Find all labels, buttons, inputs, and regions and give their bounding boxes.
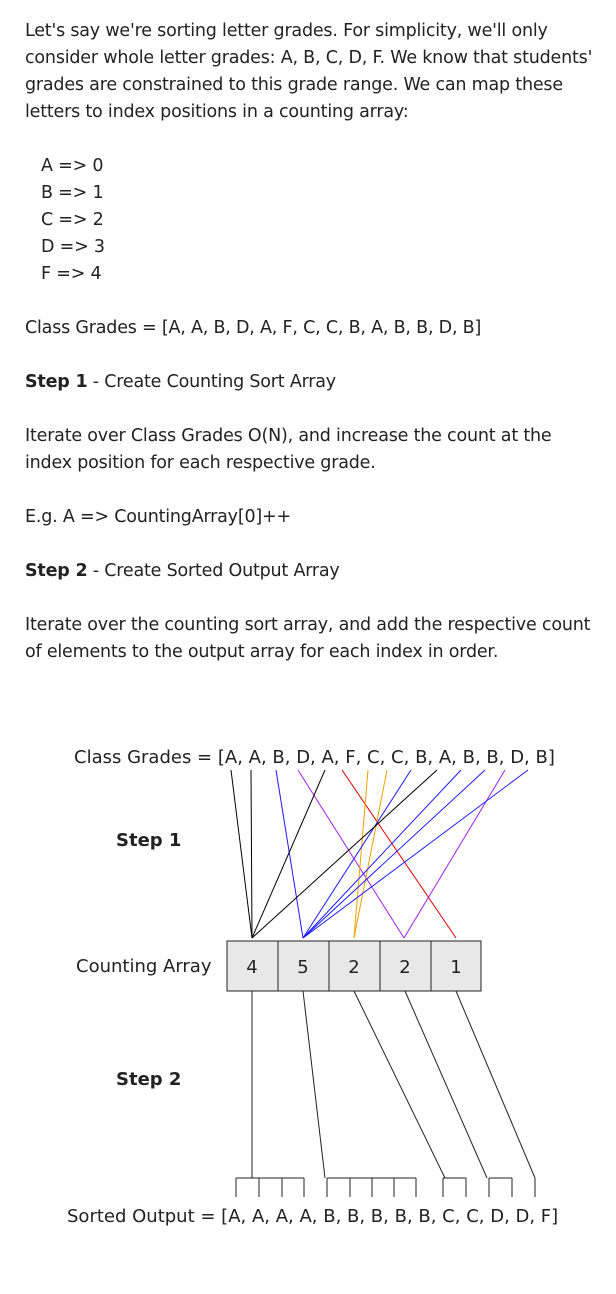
count-value-a: 4 bbox=[246, 957, 257, 978]
grade-line-b bbox=[275, 769, 304, 939]
step1-label: Step 1 bbox=[25, 372, 88, 392]
step1-heading: Step 1 - Create Counting Sort Array bbox=[25, 369, 600, 396]
step2-title: - Create Sorted Output Array bbox=[87, 561, 340, 581]
step2-description: Iterate over the counting sort array, an… bbox=[25, 615, 591, 662]
grade-line-a bbox=[250, 769, 253, 939]
count-cell-f bbox=[430, 940, 482, 992]
grade-mapping-lines bbox=[230, 769, 529, 939]
mapping-a: A => 0 bbox=[41, 156, 104, 176]
grade-line-a bbox=[251, 769, 326, 939]
diagram-sorted-output: Sorted Output = [A, A, A, A, B, B, B, B,… bbox=[67, 1206, 558, 1227]
count-cell-b bbox=[277, 940, 330, 992]
counting-array-label: Counting Array bbox=[76, 956, 212, 977]
count-value-b: 5 bbox=[297, 957, 308, 978]
grade-line-f bbox=[341, 769, 457, 939]
step1-title: - Create Counting Sort Array bbox=[87, 372, 336, 392]
output-mapping-lines bbox=[251, 990, 536, 1179]
count-cell-d bbox=[379, 940, 432, 992]
grade-line-b bbox=[302, 769, 462, 939]
grade-line-a bbox=[230, 769, 253, 939]
output-line-f bbox=[455, 990, 536, 1179]
count-cell-a bbox=[226, 940, 279, 992]
grade-line-b bbox=[302, 769, 529, 939]
output-line-c bbox=[353, 990, 446, 1179]
output-line-b bbox=[302, 990, 326, 1179]
step2-heading: Step 2 - Create Sorted Output Array bbox=[25, 558, 600, 585]
step1-description: Iterate over Class Grades O(N), and incr… bbox=[25, 426, 552, 473]
diagram-step2-label: Step 2 bbox=[116, 1069, 181, 1090]
class-grades-text: Class Grades = [A, A, B, D, A, F, C, C, … bbox=[25, 318, 482, 338]
grade-line-b bbox=[302, 769, 412, 939]
grade-line-b bbox=[302, 769, 486, 939]
grade-index-mapping: A => 0 B => 1 C => 2 D => 3 F => 4 bbox=[41, 153, 600, 288]
mapping-b: B => 1 bbox=[41, 183, 104, 203]
step1-example: E.g. A => CountingArray[0]++ bbox=[25, 507, 291, 527]
count-value-c: 2 bbox=[348, 957, 359, 978]
grade-line-c bbox=[353, 769, 369, 939]
count-cell-c bbox=[328, 940, 381, 992]
grade-line-d bbox=[297, 769, 405, 939]
counting-array: 4 5 2 2 1 bbox=[226, 940, 482, 992]
grade-line-d bbox=[403, 769, 506, 939]
count-value-f: 1 bbox=[450, 957, 461, 978]
intro-paragraph: Let's say we're sorting letter grades. F… bbox=[25, 21, 593, 122]
step2-label: Step 2 bbox=[25, 561, 88, 581]
counting-sort-diagram: Class Grades = [A, A, B, D, A, F, C, C, … bbox=[67, 747, 558, 1227]
mapping-c: C => 2 bbox=[41, 210, 104, 230]
mapping-d: D => 3 bbox=[41, 237, 105, 257]
output-line-d bbox=[404, 990, 488, 1179]
explanation-text: Let's say we're sorting letter grades. F… bbox=[25, 18, 600, 693]
count-value-d: 2 bbox=[399, 957, 410, 978]
diagram-step1-label: Step 1 bbox=[116, 830, 181, 851]
grade-line-c bbox=[353, 769, 388, 939]
grade-line-a bbox=[251, 769, 438, 939]
mapping-f: F => 4 bbox=[41, 264, 102, 284]
diagram-class-grades: Class Grades = [A, A, B, D, A, F, C, C, … bbox=[74, 747, 555, 768]
output-brackets bbox=[235, 1177, 536, 1197]
